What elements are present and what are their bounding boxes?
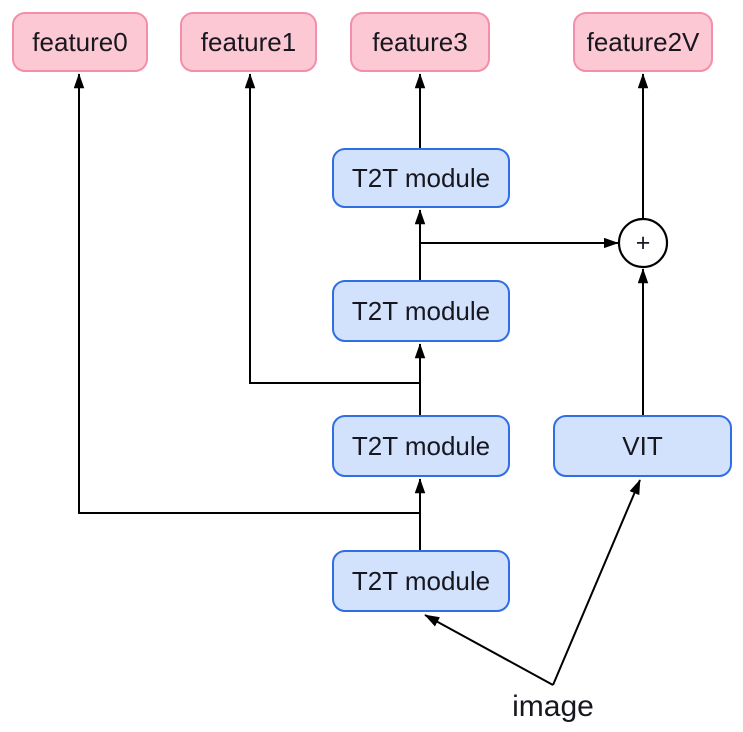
node-feature2v-label: feature2V (586, 27, 700, 57)
edge-branch-to-feature0 (73, 73, 420, 514)
adder-plus-label: + (619, 219, 667, 267)
edge-image-to-vit (552, 479, 641, 686)
node-t2t-module-1-label: T2T module (351, 163, 491, 193)
input-image-label-text: image (512, 690, 594, 723)
edge-image-to-t2t4 (424, 614, 554, 686)
input-image-label: image (463, 690, 643, 724)
node-t2t-module-3-label: T2T module (351, 431, 491, 461)
node-feature3: feature3 (350, 12, 490, 72)
node-t2t-module-4-label: T2T module (351, 566, 491, 596)
node-t2t-module-4: T2T module (332, 550, 510, 612)
node-vit: VIT (553, 415, 732, 477)
node-feature2v: feature2V (573, 12, 713, 72)
adder-plus-glyph: + (635, 228, 651, 257)
node-feature1: feature1 (180, 12, 317, 72)
node-feature0: feature0 (12, 12, 148, 72)
node-t2t-module-2-label: T2T module (351, 296, 491, 326)
node-t2t-module-2: T2T module (332, 280, 510, 342)
node-feature3-label: feature3 (372, 27, 468, 57)
node-vit-label: VIT (622, 431, 663, 461)
adder-node (617, 217, 669, 269)
node-t2t-module-1: T2T module (332, 148, 510, 208)
node-feature0-label: feature0 (32, 27, 128, 57)
node-feature1-label: feature1 (200, 27, 297, 57)
edge-branch-to-feature1 (244, 73, 420, 384)
node-t2t-module-3: T2T module (332, 415, 510, 477)
